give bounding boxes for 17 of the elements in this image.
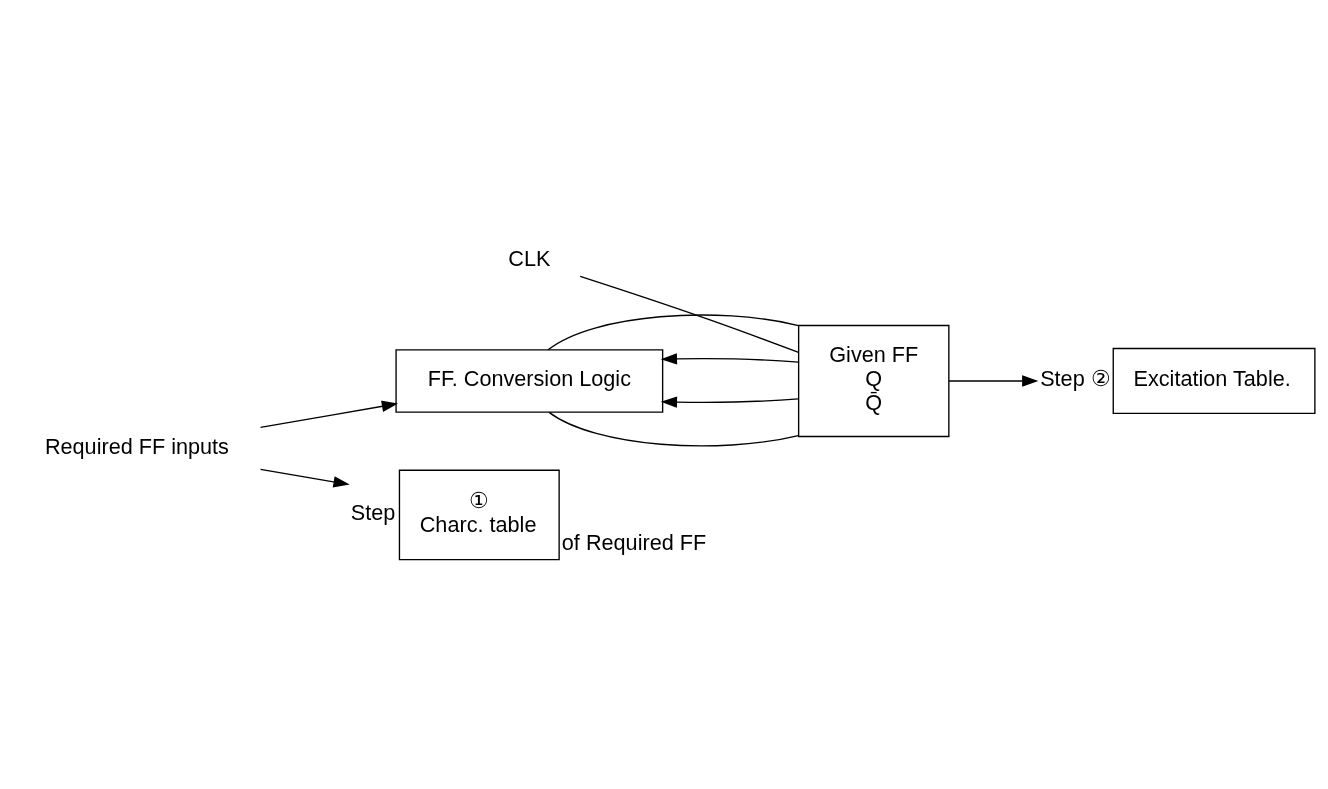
connector [548, 411, 800, 447]
node-box: FF. Conversion Logic [395, 349, 664, 413]
node-box: Excitation Table. [1112, 347, 1316, 415]
node-label: of Required FF [561, 529, 707, 555]
node-text: Required FF inputs [44, 433, 229, 459]
node-text: CLK [508, 245, 551, 271]
arrow [948, 375, 1039, 387]
arrow [660, 353, 800, 365]
arrow [660, 396, 800, 408]
connector [547, 314, 800, 351]
arrow [259, 400, 399, 429]
connector [579, 275, 800, 354]
node-box: Given FF Q Q̄ [797, 324, 950, 438]
node-label: Step [350, 500, 396, 526]
arrow [259, 468, 350, 488]
node-label: Step ② [1040, 366, 1111, 392]
node-box: ① Charc. table [398, 469, 560, 561]
